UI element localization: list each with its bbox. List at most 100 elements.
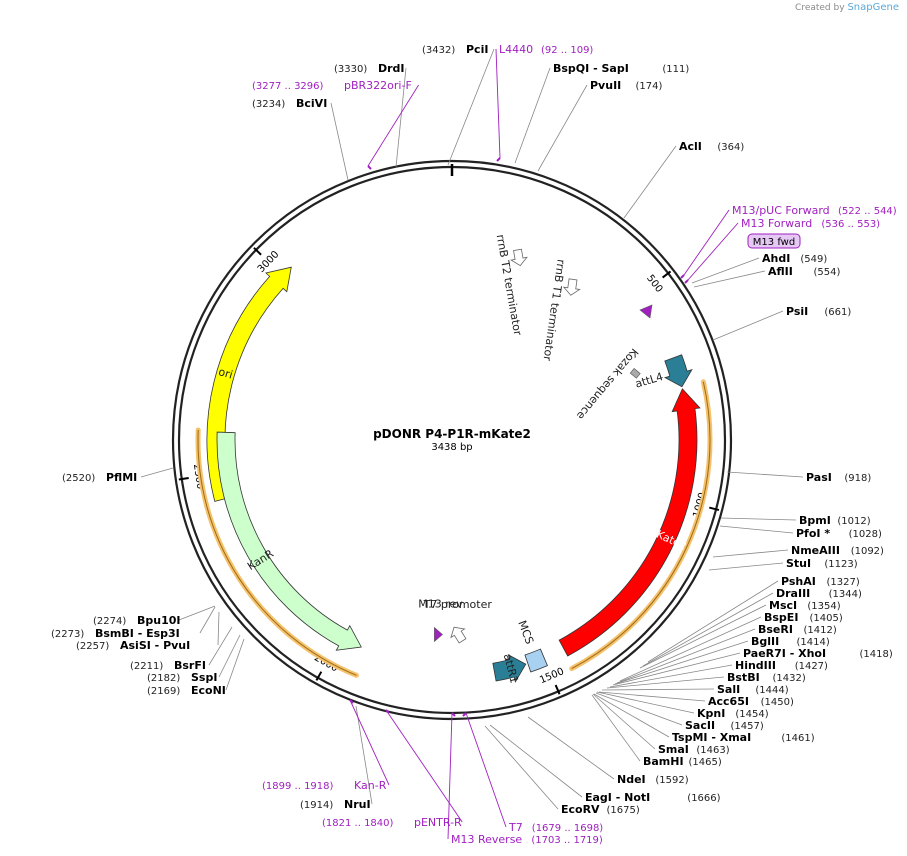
site-name-bcivi: BciVI — [296, 97, 327, 110]
site-leader-pasi — [726, 471, 804, 478]
site-bglii[interactable]: BglII(1414) — [751, 635, 830, 648]
site-pos-bstbi: (1432) — [773, 673, 806, 684]
credit-brand: SnapGene — [847, 2, 899, 13]
primer-leader-pbr322ori-f — [367, 84, 419, 167]
site-eagi-noti[interactable]: EagI - NotI(1666) — [585, 791, 721, 804]
site-sali[interactable]: SalI(1444) — [717, 683, 789, 696]
site-pos-pfoi: (1028) — [849, 529, 882, 540]
m13-fwd-badge-box — [747, 233, 801, 249]
site-pcii[interactable]: (3432)PciI — [422, 43, 488, 56]
site-psii[interactable]: PsiI(661) — [786, 305, 851, 318]
site-tspmi-xmai[interactable]: TspMI - XmaI(1461) — [672, 731, 815, 744]
site-nmeaiii[interactable]: NmeAIII(1092) — [791, 544, 884, 557]
feature-kanr[interactable] — [216, 431, 362, 651]
site-leader-stui — [708, 562, 784, 571]
site-bpu10i[interactable]: (2274)Bpu10I — [93, 614, 181, 627]
site-pos-ndei: (1592) — [655, 775, 688, 786]
tick-label-1500: 1500 — [538, 666, 566, 686]
site-bsmbi-esp3i[interactable]: (2273)BsmBI - Esp3I — [51, 627, 180, 640]
site-leader-sacii — [595, 692, 683, 726]
site-name-hindiii: HindIII — [735, 659, 776, 672]
site-kpni[interactable]: KpnI(1454) — [697, 707, 769, 720]
site-name-bpmi: BpmI — [799, 514, 831, 527]
primer-mark-m13-forward — [684, 279, 689, 284]
m13-rev-marker[interactable] — [434, 626, 443, 643]
site-leader-bsmbi-esp3i — [199, 606, 216, 634]
primer-name-l4440: L4440 — [499, 43, 533, 56]
primer-leader-pentr-r — [385, 709, 463, 823]
kozak-marker[interactable] — [629, 368, 641, 379]
site-pshai[interactable]: PshAI(1327) — [781, 575, 860, 588]
primer-m13-forward[interactable]: M13 Forward(536 .. 553) — [741, 217, 880, 230]
site-pos-draiii: (1344) — [829, 589, 862, 600]
site-leader-eagi-noti — [489, 724, 583, 798]
rrnb-t2-marker[interactable] — [510, 248, 529, 267]
feature-label-ori: ori — [217, 365, 234, 381]
site-pos-pasi: (918) — [844, 473, 871, 484]
primer-t7[interactable]: T7(1679 .. 1698) — [508, 821, 603, 834]
site-name-pfoi: PfoI * — [796, 527, 830, 540]
site-acc65i[interactable]: Acc65I (1450) — [708, 695, 794, 708]
site-bpmi[interactable]: BpmI(1012) — [799, 514, 871, 527]
site-bcivi[interactable]: (3234) BciVI — [252, 97, 327, 110]
primer-kan-r[interactable]: (1899 .. 1918)Kan-R — [262, 779, 387, 792]
site-ecorv[interactable]: EcoRV(1675) — [561, 803, 640, 816]
site-pos-pcii: (3432) — [422, 45, 455, 56]
site-pfoi[interactable]: PfoI * (1028) — [796, 527, 882, 540]
site-leader-pcii — [447, 48, 495, 166]
site-pasi[interactable]: PasI(918) — [806, 471, 871, 484]
site-leader-bpu10i — [178, 605, 216, 621]
site-sspi[interactable]: (2182)SspI — [147, 671, 217, 684]
site-name-acc65i: Acc65I — [708, 695, 749, 708]
m13-fwd-badge[interactable]: M13 fwd — [747, 233, 801, 249]
mkate2-orf-line — [571, 381, 711, 669]
site-pos-acc65i: (1450) — [761, 697, 794, 708]
site-bsrfi[interactable]: (2211)BsrFI — [130, 659, 206, 672]
site-paer7i-xhoi[interactable]: PaeR7I - XhoI(1418) — [743, 647, 893, 660]
primer-m13-reverse[interactable]: M13 Reverse(1703 .. 1719) — [451, 833, 603, 846]
site-nrui[interactable]: (1914)NruI — [300, 798, 371, 811]
feature-mcs[interactable] — [524, 648, 548, 673]
feature-attr1[interactable] — [492, 653, 527, 683]
site-pos-bcivi: (3234) — [252, 99, 285, 110]
site-draiii[interactable]: DraIII(1344) — [776, 587, 862, 600]
site-smai[interactable]: SmaI(1463) — [658, 743, 730, 756]
rrnb-t1-marker[interactable] — [562, 278, 581, 296]
site-bspqi-sapi[interactable]: BspQI - SapI(111) — [553, 62, 689, 75]
feature-ori[interactable] — [206, 266, 292, 502]
site-stui[interactable]: StuI(1123) — [786, 557, 858, 570]
site-msci[interactable]: MscI(1354) — [769, 599, 841, 612]
feature-mkate2[interactable] — [558, 388, 701, 657]
site-leader-asisi-pvui — [217, 611, 220, 646]
site-leader-bsrfi — [208, 626, 233, 666]
site-ndei[interactable]: NdeI(1592) — [617, 773, 689, 786]
feature-attl4[interactable] — [663, 354, 693, 388]
site-drdi[interactable]: (3330)DrdI — [334, 62, 405, 75]
site-bstbi[interactable]: BstBI(1432) — [727, 671, 806, 684]
primer-pentr-r[interactable]: (1821 .. 1840)pENTR-R — [322, 816, 462, 829]
site-pos-psii: (661) — [824, 307, 851, 318]
primer-name-t7: T7 — [508, 821, 523, 834]
kanr-orf-line — [197, 430, 357, 676]
site-aflii[interactable]: AflII(554) — [768, 265, 840, 278]
site-hindiii[interactable]: HindIII(1427) — [735, 659, 828, 672]
primer-m13-puc-forward[interactable]: M13/pUC Forward(522 .. 544) — [732, 204, 897, 217]
inner-label-rrnb-t2: rrnB T2 terminator — [494, 233, 525, 337]
site-sacii[interactable]: SacII(1457) — [685, 719, 764, 732]
site-bseri[interactable]: BseRI(1412) — [758, 623, 837, 636]
primer-pbr322ori-f[interactable]: (3277 .. 3296)pBR322ori-F — [252, 79, 412, 92]
tick-500 — [662, 270, 672, 279]
site-name-acli: AclI — [679, 140, 702, 153]
site-ahdi[interactable]: AhdI(549) — [762, 252, 827, 265]
primer-l4440[interactable]: L4440(92 .. 109) — [499, 43, 593, 56]
site-bamhi[interactable]: BamHI(1465) — [643, 755, 722, 768]
site-acli[interactable]: AclI(364) — [679, 140, 744, 153]
site-econi[interactable]: (2169)EcoNI — [147, 684, 226, 697]
site-bspei[interactable]: BspEI(1405) — [764, 611, 843, 624]
site-pvuii[interactable]: PvuII(174) — [590, 79, 662, 92]
primer-name-m13-puc-forward: M13/pUC Forward — [732, 204, 830, 217]
site-asisi-pvui[interactable]: (2257)AsiSI - PvuI — [76, 639, 190, 652]
t7-promoter-marker[interactable] — [447, 623, 469, 645]
site-leader-aflii — [693, 270, 766, 288]
site-pflmi[interactable]: (2520)PflMI — [62, 471, 137, 484]
